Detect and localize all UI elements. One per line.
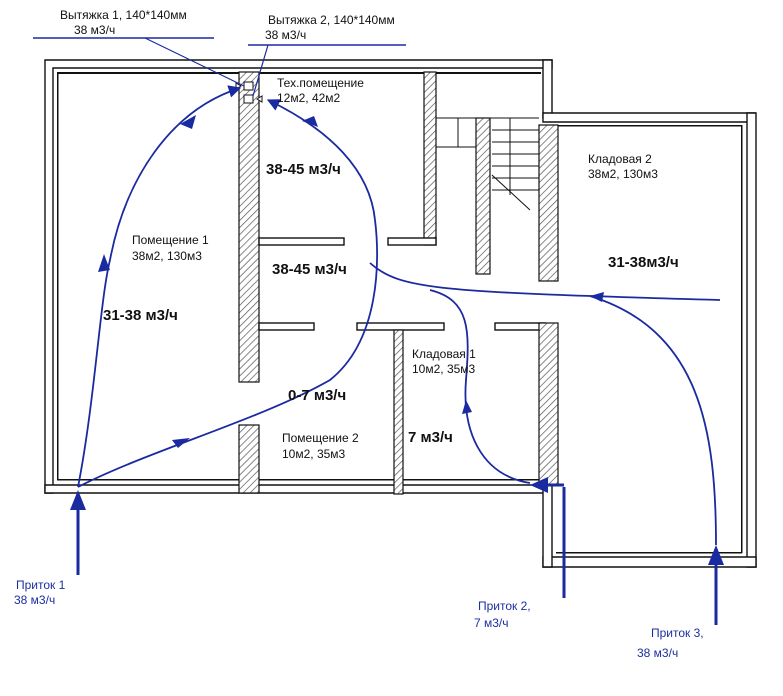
room1-info: 38м2, 130м3 (132, 249, 202, 263)
storage2-info: 38м2, 130м3 (588, 167, 658, 181)
outer-walls (44, 59, 757, 568)
supply-3-title: Приток 3, (651, 626, 704, 640)
supply-2-flow: 7 м3/ч (474, 616, 509, 630)
leader-lines (33, 37, 406, 97)
room1-name: Помещение 1 (132, 233, 209, 247)
flow-label-5: 7 м3/ч (408, 429, 453, 446)
exhaust-2-flow: 38 м3/ч (265, 28, 307, 42)
storage2-name: Кладовая 2 (588, 152, 652, 166)
supply-1-title: Приток 1 (16, 578, 66, 592)
supply-1-flow: 38 м3/ч (14, 593, 56, 607)
storage1-info: 10м2, 35м3 (412, 362, 476, 376)
flow-label-1: 38-45 м3/ч (266, 161, 341, 178)
flow-label-4: 0-7 м3/ч (288, 387, 347, 404)
flow-label-6: 31-38м3/ч (608, 254, 679, 271)
supply-3-flow: 38 м3/ч (637, 646, 679, 660)
supply-arrows (70, 477, 724, 625)
inner-walls (238, 71, 559, 495)
exhaust-2-title: Вытяжка 2, 140*140мм (268, 13, 395, 27)
staircase (436, 117, 539, 211)
airflow-paths (77, 85, 721, 546)
exhaust-1-title: Вытяжка 1, 140*140мм (60, 8, 187, 22)
tech-room-info: 12м2, 42м2 (277, 91, 341, 105)
exhaust-1-flow: 38 м3/ч (74, 23, 116, 37)
supply-2-title: Приток 2, (478, 599, 531, 613)
storage1-name: Кладовая 1 (412, 347, 476, 361)
room2-info: 10м2, 35м3 (282, 447, 346, 461)
tech-room-name: Тех.помещение (277, 76, 364, 90)
flow-label-3: 31-38 м3/ч (103, 307, 178, 324)
room2-name: Помещение 2 (282, 431, 359, 445)
flow-label-2: 38-45 м3/ч (272, 261, 347, 278)
